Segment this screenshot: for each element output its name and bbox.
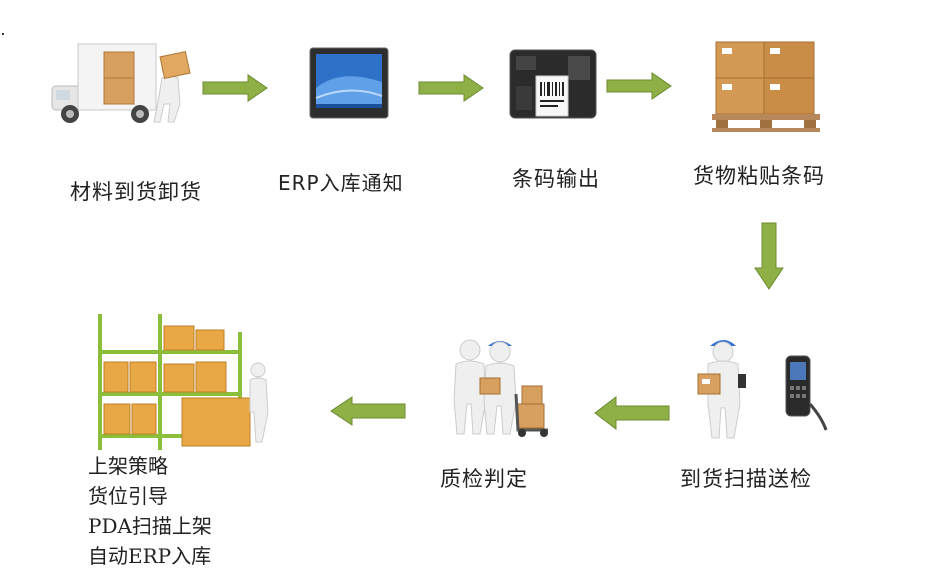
- putaway-line: PDA扫描上架: [88, 514, 212, 538]
- warehouse-rack-icon: [98, 314, 269, 450]
- step-unload-label: 材料到货卸货: [70, 180, 202, 204]
- monitor-icon: [309, 47, 389, 119]
- step-putaway-lines: 上架策略 货位引导 PDA扫描上架 自动ERP入库: [88, 451, 212, 571]
- step-quality-check-label: 质检判定: [440, 467, 528, 491]
- pallet-boxes-icon: [712, 41, 820, 132]
- arrow-left-icon: [594, 395, 670, 431]
- putaway-line: 自动ERP入库: [88, 544, 212, 568]
- step-label-goods-label: 货物粘贴条码: [693, 164, 825, 188]
- barcode-printer-icon: [509, 49, 597, 119]
- truck-unloading-icon: [51, 43, 191, 123]
- arrow-right-icon: [606, 72, 672, 100]
- worker-pda-icon: [697, 340, 828, 439]
- arrow-left-icon: [330, 396, 406, 426]
- step-erp-notice-label: ERP入库通知: [278, 171, 404, 195]
- putaway-line: 货位引导: [88, 484, 168, 508]
- corner-dot: [2, 33, 4, 35]
- step-barcode-output-label: 条码输出: [512, 167, 600, 191]
- step-scan-inspect-label: 到货扫描送检: [680, 467, 812, 491]
- arrow-right-icon: [418, 74, 484, 102]
- putaway-line: 上架策略: [88, 454, 168, 478]
- inspection-workers-icon: [453, 339, 548, 437]
- arrow-down-icon: [754, 222, 784, 290]
- arrow-right-icon: [202, 74, 268, 102]
